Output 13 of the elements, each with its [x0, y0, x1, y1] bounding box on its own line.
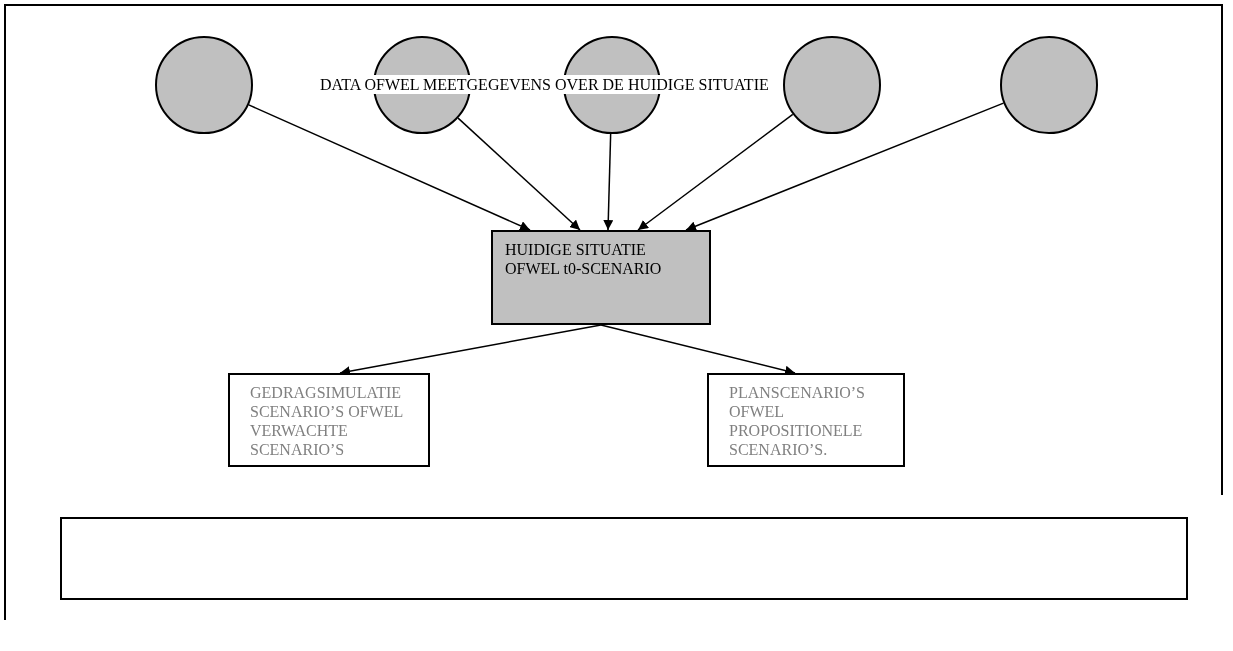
- node-text: PLANSCENARIO’S OFWEL PROPOSITIONELE SCENARIO’S.: [729, 383, 866, 459]
- process-box: [228, 373, 430, 467]
- node-text: HUIDIGE SITUATIE OFWEL t0-SCENARIO: [505, 240, 663, 278]
- arrow: [248, 104, 531, 231]
- arrow: [603, 133, 614, 231]
- arrow: [457, 117, 581, 231]
- empty-box: [60, 517, 1188, 600]
- node-text: GEDRAGSIMULATIE SCENARIO’S OFWEL VERWACHTE SCENARIO’S: [250, 383, 404, 459]
- arrow: [685, 102, 1005, 231]
- arrow: [637, 113, 794, 231]
- process-box: [707, 373, 905, 467]
- arrow: [600, 324, 796, 376]
- process-box: [491, 230, 711, 325]
